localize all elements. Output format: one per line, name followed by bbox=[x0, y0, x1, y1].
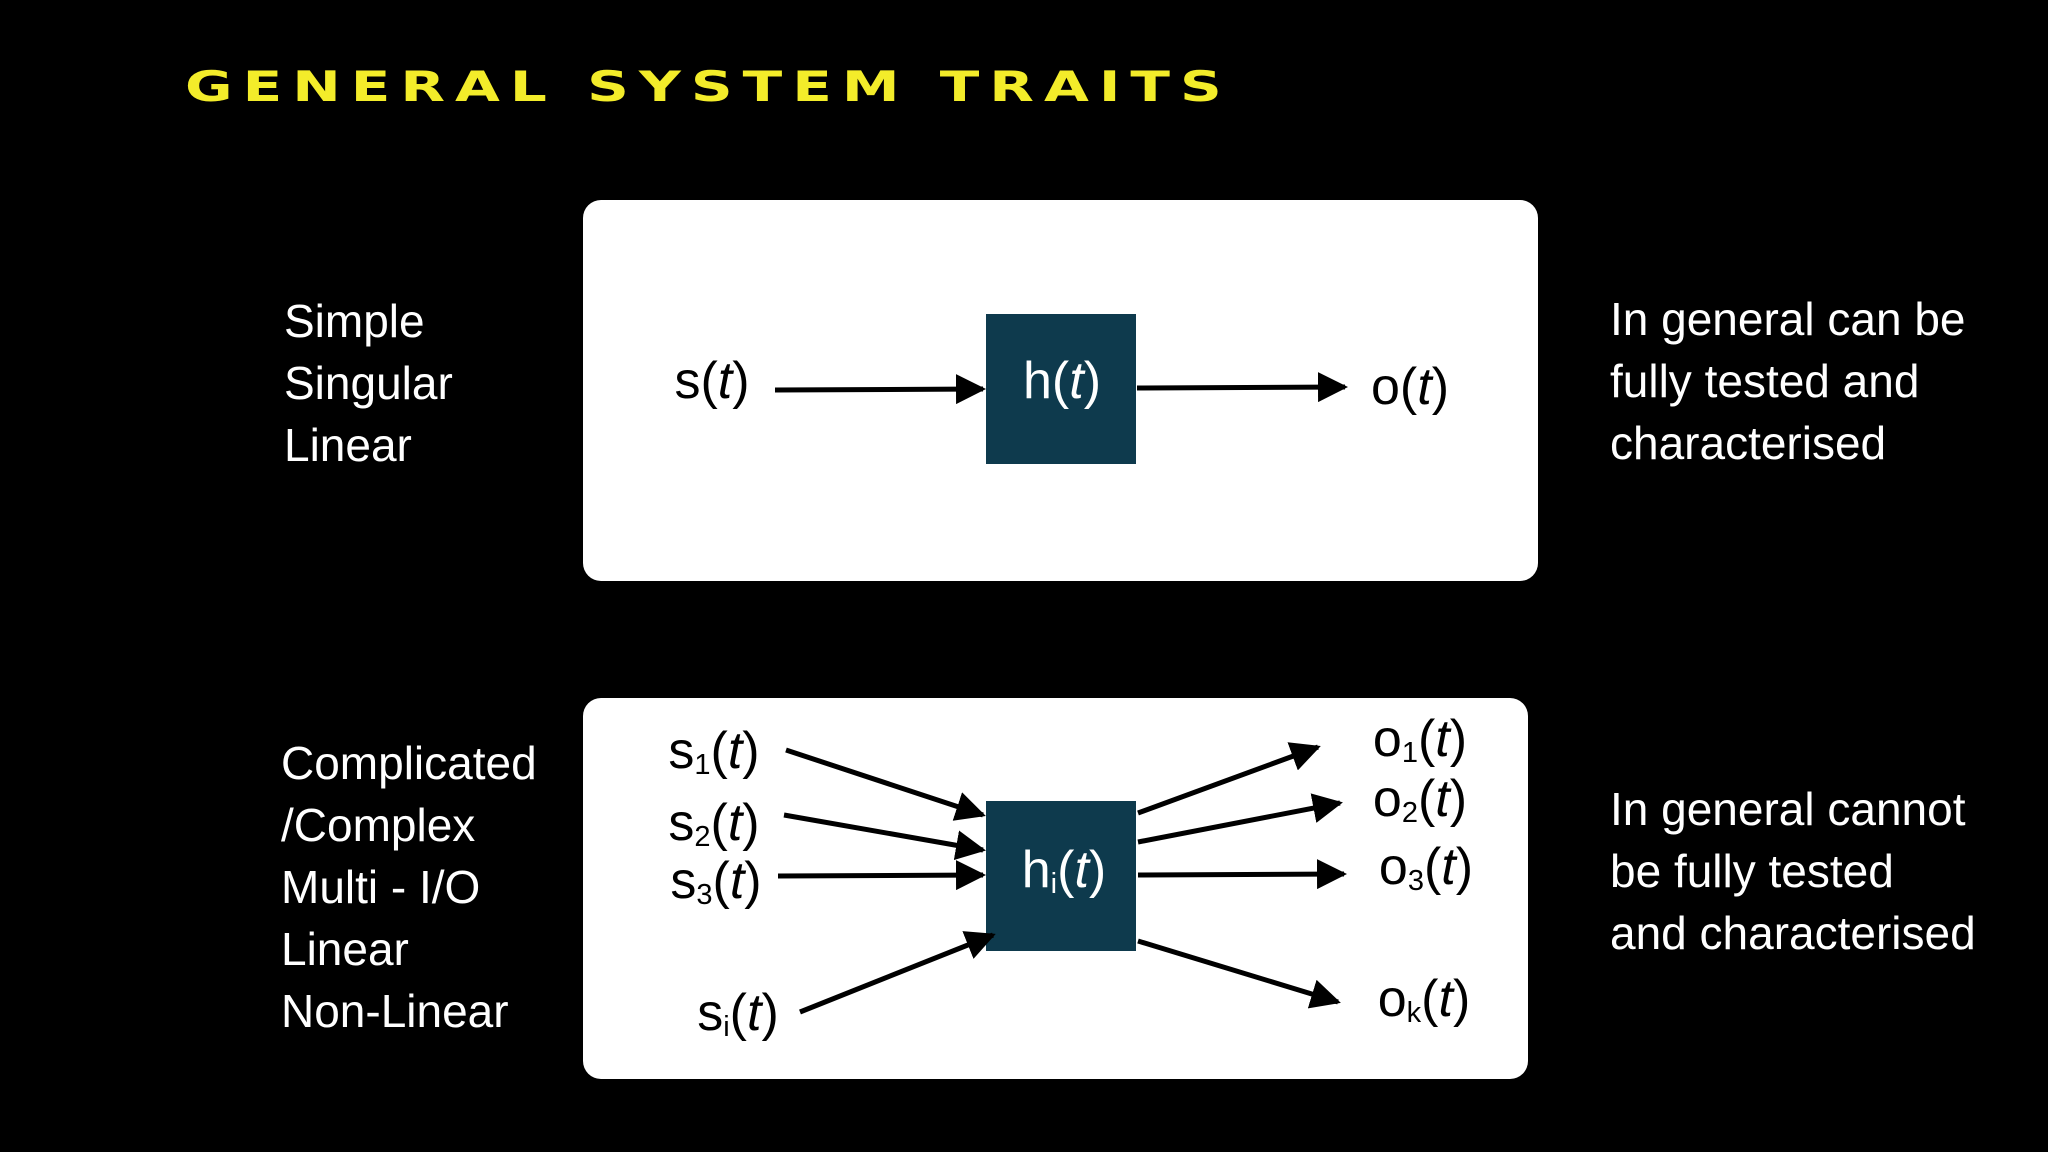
complex-trait-line: Non-Linear bbox=[281, 985, 509, 1037]
complex-output-arrow bbox=[1137, 742, 1321, 816]
complex-note-line: and characterised bbox=[1610, 907, 1976, 959]
complex-system-traits: Complicated /Complex Multi - I/O Linear … bbox=[281, 732, 537, 1042]
complex-system-note: In general cannot be fully tested and ch… bbox=[1610, 778, 1976, 964]
complex-input-arrow bbox=[799, 931, 996, 1015]
complex-input-label: si(t) bbox=[697, 984, 779, 1043]
slide-title: General System Traits bbox=[185, 62, 1232, 111]
complex-note-line: In general cannot bbox=[1610, 783, 1966, 835]
simple-input-arrow bbox=[774, 374, 986, 405]
complex-output-label: ok(t) bbox=[1378, 970, 1471, 1029]
complex-trait-line: /Complex bbox=[281, 799, 476, 851]
complex-output-arrow bbox=[1137, 793, 1343, 845]
complex-block-label: hi(t) bbox=[1022, 841, 1106, 900]
complex-input-label: s2(t) bbox=[668, 794, 759, 853]
simple-input-label: s(t) bbox=[674, 352, 749, 410]
simple-trait-line: Linear bbox=[284, 419, 412, 471]
complex-input-label: s1(t) bbox=[668, 722, 759, 781]
complex-input-arrow bbox=[777, 860, 986, 891]
complex-input-label: s3(t) bbox=[670, 852, 761, 911]
simple-note-line: characterised bbox=[1610, 417, 1887, 469]
complex-input-arrow bbox=[783, 812, 986, 861]
simple-trait-line: Singular bbox=[284, 357, 453, 409]
simple-trait-line: Simple bbox=[284, 295, 425, 347]
complex-system-block bbox=[986, 801, 1136, 951]
simple-output-arrow bbox=[1136, 372, 1348, 403]
complex-trait-line: Complicated bbox=[281, 737, 537, 789]
complex-output-label: o2(t) bbox=[1373, 770, 1467, 829]
complex-note-line: be fully tested bbox=[1610, 845, 1894, 897]
complex-output-label: o1(t) bbox=[1373, 710, 1467, 769]
complex-trait-line: Multi - I/O bbox=[281, 861, 481, 913]
simple-output-label: o(t) bbox=[1371, 358, 1449, 416]
complex-output-label: o3(t) bbox=[1379, 838, 1473, 897]
simple-system-block bbox=[986, 314, 1136, 464]
simple-system-note: In general can be fully tested and chara… bbox=[1610, 288, 1966, 474]
complex-output-arrow bbox=[1137, 938, 1341, 1009]
simple-note-line: fully tested and bbox=[1610, 355, 1920, 407]
complex-output-arrow bbox=[1137, 859, 1347, 890]
complex-trait-line: Linear bbox=[281, 923, 409, 975]
simple-note-line: In general can be bbox=[1610, 293, 1966, 345]
complex-input-arrow bbox=[785, 747, 986, 821]
simple-block-label: h(t) bbox=[1023, 352, 1101, 410]
simple-system-traits: Simple Singular Linear bbox=[284, 290, 453, 476]
